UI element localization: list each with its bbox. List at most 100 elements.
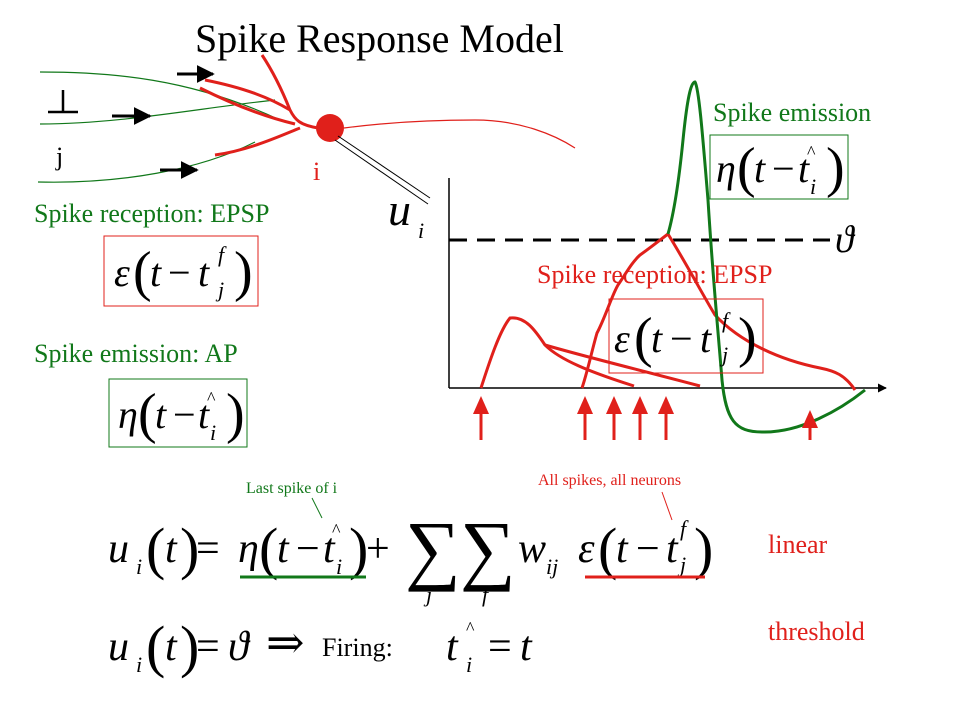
- epsp-formula-right: ε ( t − t f j ): [614, 307, 757, 369]
- svg-text:i: i: [136, 554, 142, 579]
- svg-text:−: −: [670, 316, 693, 361]
- svg-text:t: t: [165, 624, 178, 670]
- eta-formula-right: η ( t − t ^ i ): [716, 137, 845, 199]
- label-linear: linear: [768, 530, 828, 559]
- svg-text:t: t: [165, 526, 178, 572]
- annotation-last-spike-pointer: [311, 497, 323, 519]
- svg-text:): ): [226, 383, 245, 445]
- threshold-equation: u i ( t ) = ϑ ⇒ Firing: t ^ i = t: [108, 614, 533, 679]
- svg-text:f: f: [680, 516, 689, 541]
- svg-text:t: t: [277, 526, 290, 572]
- svg-text:j: j: [423, 582, 432, 607]
- svg-text:ε: ε: [614, 316, 630, 361]
- svg-text:f: f: [218, 242, 227, 267]
- svg-text:j: j: [215, 277, 224, 302]
- annotation-all-spikes: All spikes, all neurons: [538, 472, 681, 489]
- svg-text:): ): [180, 614, 199, 679]
- presynaptic-axon-1: [39, 71, 281, 121]
- svg-text:Firing:: Firing:: [322, 633, 393, 662]
- svg-text:): ): [738, 307, 757, 369]
- svg-text:^: ^: [332, 520, 341, 540]
- label-reception-left: Spike reception: EPSP: [34, 199, 269, 228]
- input-spike-arrowheads: [473, 396, 818, 428]
- eta-formula-left: η ( t − t ^ i ): [118, 383, 245, 445]
- svg-text:t: t: [651, 316, 663, 361]
- svg-text:i: i: [810, 174, 816, 199]
- svg-text:f: f: [722, 308, 731, 333]
- svg-text:t: t: [446, 624, 459, 670]
- svg-text:(: (: [138, 383, 157, 445]
- svg-text:i: i: [136, 652, 142, 677]
- svg-text:): ): [694, 516, 713, 581]
- svg-text:t: t: [666, 526, 679, 572]
- svg-text:ε: ε: [114, 250, 130, 295]
- svg-text:−: −: [296, 526, 320, 572]
- svg-text:f: f: [482, 582, 491, 607]
- presynaptic-axon-3: [37, 141, 256, 183]
- epsp-formula-box-left: [103, 235, 259, 307]
- label-emission-ap: Spike emission: AP: [34, 339, 238, 368]
- svg-text:⇒: ⇒: [266, 617, 305, 668]
- svg-text:t: t: [198, 392, 210, 437]
- svg-text:=: =: [196, 526, 220, 572]
- epsp-formula-box-right: [608, 298, 764, 374]
- svg-text:i: i: [210, 420, 216, 445]
- svg-text:t: t: [754, 146, 766, 191]
- svg-text:ε: ε: [578, 526, 595, 572]
- svg-text:−: −: [636, 526, 660, 572]
- svg-text:t: t: [798, 146, 810, 191]
- label-threshold: threshold: [768, 617, 865, 646]
- svg-text:ij: ij: [546, 554, 558, 579]
- svg-text:t: t: [616, 526, 629, 572]
- svg-text:∑: ∑: [460, 505, 516, 592]
- presynaptic-axon-2: [39, 99, 276, 125]
- annotation-all-spikes-pointer: [661, 491, 673, 521]
- svg-text:(: (: [737, 137, 756, 199]
- svg-text:): ): [826, 137, 845, 199]
- svg-text:i: i: [466, 652, 472, 677]
- dendrites: [199, 54, 319, 157]
- axis-label-u: u: [388, 184, 411, 235]
- eta-formula-box-right: [709, 134, 849, 200]
- svg-text:): ): [349, 516, 368, 581]
- svg-text:j: j: [719, 342, 728, 367]
- svg-text:i: i: [336, 554, 342, 579]
- svg-text:−: −: [168, 250, 191, 295]
- svg-text:η: η: [238, 526, 259, 572]
- svg-text:t: t: [155, 392, 167, 437]
- action-potential-curve: [666, 80, 866, 434]
- membrane-potential-plot: u i ϑ: [388, 80, 887, 440]
- svg-text:(: (: [146, 614, 165, 679]
- svg-text:j: j: [677, 552, 686, 577]
- svg-text:t: t: [700, 316, 712, 361]
- svg-text:^: ^: [807, 142, 816, 162]
- svg-text:(: (: [634, 307, 653, 369]
- epsp-curves: [479, 231, 857, 391]
- svg-text:): ): [234, 241, 253, 303]
- svg-text:t: t: [150, 250, 162, 295]
- svg-text:u: u: [108, 526, 129, 572]
- svg-text:t: t: [520, 624, 533, 670]
- pointer-line-1: [337, 135, 431, 199]
- svg-text:η: η: [716, 146, 736, 191]
- svg-text:=: =: [196, 624, 220, 670]
- svg-text:∑: ∑: [405, 505, 461, 592]
- svg-text:(: (: [146, 516, 165, 581]
- neuron-soma: [316, 114, 344, 142]
- annotation-last-spike: Last spike of i: [246, 480, 338, 497]
- svg-text:+: +: [366, 526, 390, 572]
- srm-equation: u i ( t ) = η ( t − t ^ i ) + ∑ j ∑ f w …: [108, 505, 713, 607]
- svg-text:=: =: [488, 624, 512, 670]
- svg-text:w: w: [518, 526, 546, 572]
- input-spike-arrows: [479, 410, 812, 440]
- svg-text:t: t: [323, 526, 336, 572]
- label-i: i: [313, 157, 320, 186]
- svg-text:u: u: [108, 624, 129, 670]
- svg-text:−: −: [772, 146, 795, 191]
- axis-label-u-sub: i: [418, 218, 424, 243]
- axon: [343, 119, 576, 149]
- spike-marker: [48, 90, 78, 114]
- label-j: j: [55, 142, 63, 171]
